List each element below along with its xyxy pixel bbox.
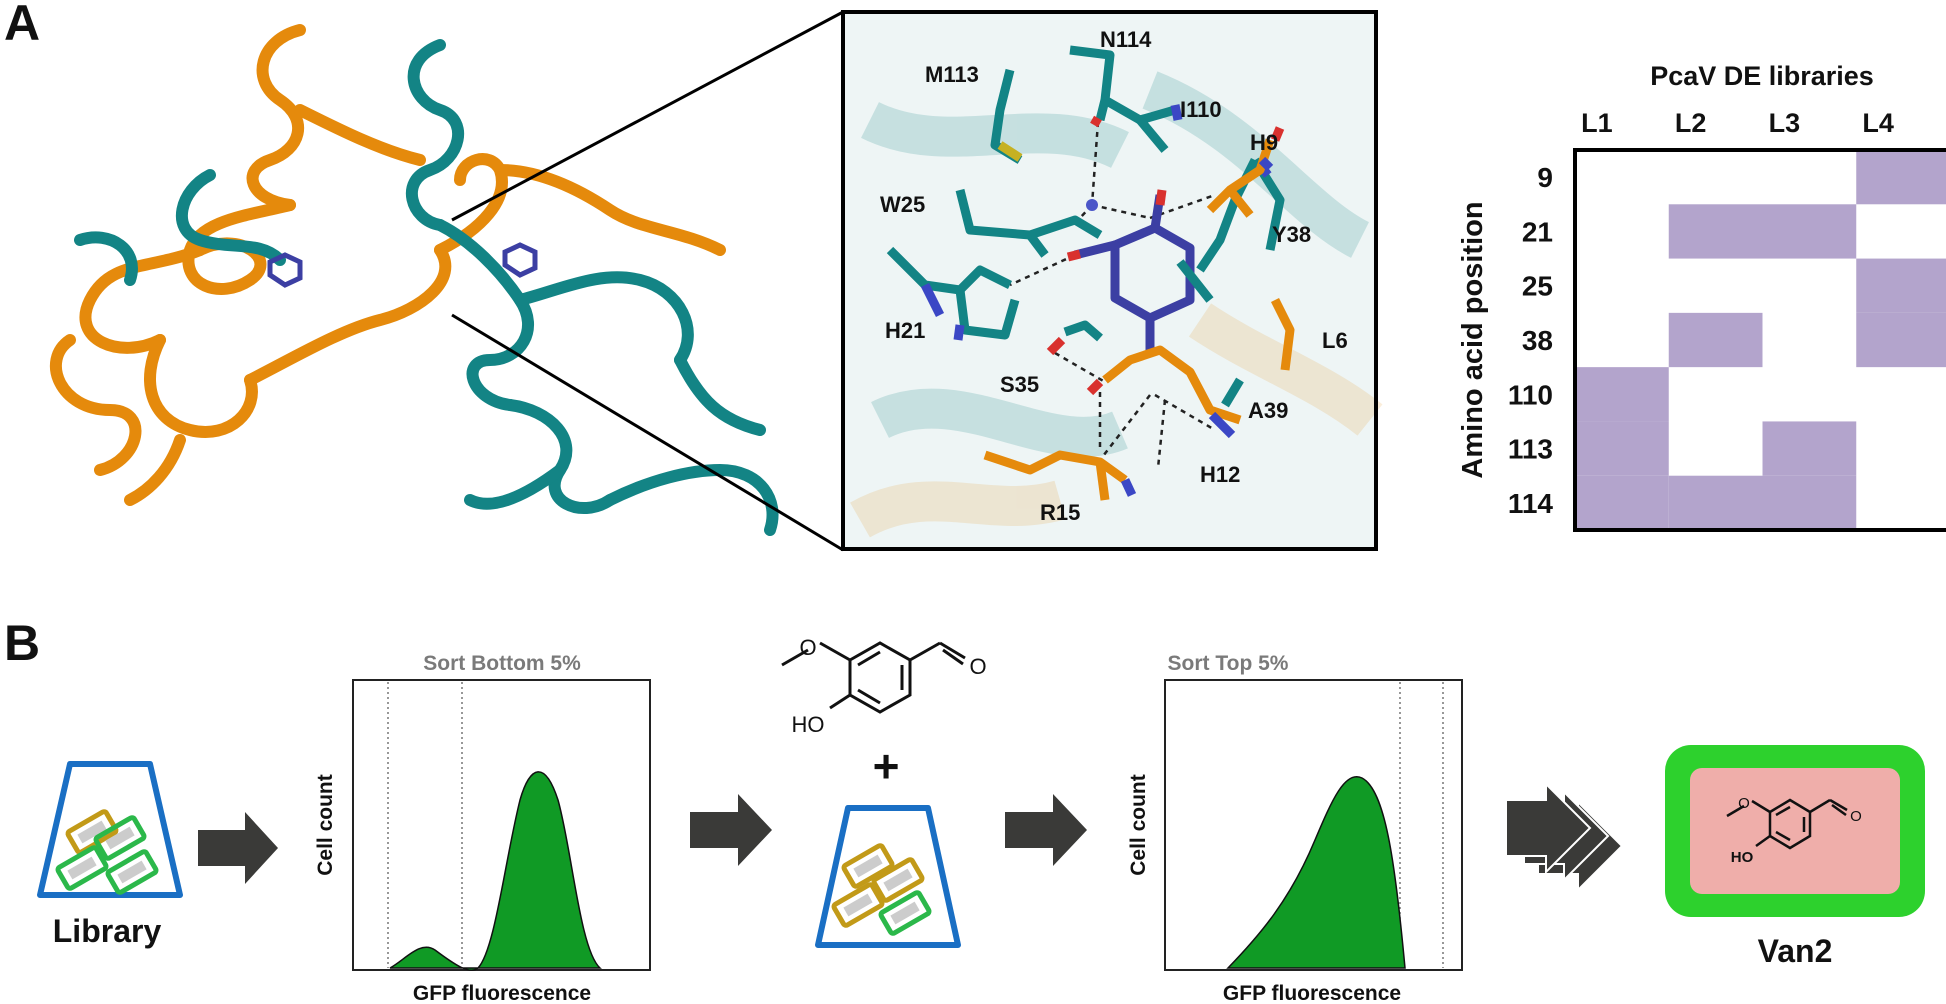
residue-label-s35: S35 (1000, 372, 1039, 397)
arrow-2 (690, 794, 772, 866)
grid-row-labels: 9 21 25 38 110 113 114 (1508, 162, 1554, 519)
grid-row-label: 110 (1508, 379, 1553, 410)
grid-cell-38-l4 (1856, 312, 1946, 368)
grid-cell-25-l4 (1856, 258, 1946, 313)
van2-biosensor: O O HO (1665, 745, 1925, 917)
vanillin-molecule (781, 641, 966, 714)
grid-cell-114-l2 (1668, 475, 1763, 530)
hist2-title: Sort Top 5% (1168, 652, 1289, 675)
hist1-ylabel: Cell count (314, 774, 337, 876)
residue-label-r15: R15 (1040, 500, 1080, 525)
grid-column-label: L3 (1769, 108, 1801, 138)
multi-round-arrow (1505, 781, 1624, 893)
grid-cell-21-l3 (1762, 204, 1857, 259)
residue-label-l6: L6 (1322, 328, 1348, 353)
grid-cells (1575, 150, 1946, 530)
grid-column-label: L1 (1581, 108, 1613, 138)
plus-sign: + (873, 740, 900, 792)
library-label: Library (53, 913, 162, 949)
van2-ald-label: O (1850, 808, 1862, 825)
residue-label-h12: H12 (1200, 462, 1240, 487)
vanillin-oh-label: HO (792, 712, 825, 737)
ligand-sticks-right (502, 242, 538, 278)
histogram-top-sort: Sort Top 5% Cell count GFP fluorescence (1127, 652, 1463, 1004)
grid-cell-114-l1 (1575, 475, 1669, 530)
residue-label-w25: W25 (880, 192, 925, 217)
teal-side-chains (886, 45, 1285, 408)
teal-chain (74, 39, 779, 536)
vanillin-ald-label: O (969, 654, 986, 679)
grid-cell-114-l3 (1762, 475, 1857, 530)
protein-structure (49, 24, 779, 536)
grid-cell-110-l1 (1575, 367, 1669, 422)
grid-row-label: 114 (1508, 488, 1554, 519)
residue-label-h9: H9 (1250, 130, 1278, 155)
hist2-xlabel: GFP fluorescence (1223, 982, 1401, 1004)
grid-column-label: L2 (1675, 108, 1707, 138)
van2-label: Van2 (1758, 933, 1833, 969)
grid-ylabel: Amino acid position (1457, 201, 1489, 478)
binding-pocket-inset: N114 M113 I110 H9 W25 Y38 H21 L6 S35 A39… (841, 10, 1383, 551)
arrow-1 (198, 812, 278, 884)
vanillin-o-label: O (799, 635, 816, 660)
library-grid: PcaV DE libraries Amino acid position L1… (1457, 61, 1946, 532)
hist1-xlabel: GFP fluorescence (413, 982, 591, 1004)
panel-a-label: A (4, 0, 40, 51)
van2-oh-label: HO (1731, 849, 1754, 866)
grid-row-label: 25 (1522, 271, 1553, 302)
residue-label-m113: M113 (925, 62, 979, 87)
zoom-line-bottom (451, 313, 844, 552)
grid-title: PcaV DE libraries (1650, 61, 1874, 91)
grid-column-label: L4 (1862, 108, 1894, 138)
histogram-bottom-sort: Sort Bottom 5% Cell count GFP fluorescen… (314, 652, 651, 1004)
grid-frame (1573, 148, 1946, 532)
grid-cell-113-l3 (1762, 421, 1857, 476)
residue-label-y38: Y38 (1272, 222, 1311, 247)
grid-row-label: 21 (1522, 216, 1553, 247)
grid-row-label: 38 (1522, 325, 1553, 356)
orange-side-chains (983, 138, 1295, 501)
grid-cell-38-l2 (1668, 312, 1763, 368)
residue-label-n114: N114 (1100, 27, 1152, 52)
residue-label-i110: I110 (1180, 97, 1222, 122)
grid-cell-9-l4 (1856, 150, 1946, 205)
grid-row-label: 9 (1537, 162, 1553, 193)
orange-chain (49, 24, 726, 506)
grid-row-label: 113 (1508, 434, 1553, 465)
residue-label-h21: H21 (885, 318, 925, 343)
induced-library-flask (815, 805, 961, 948)
grid-cell-21-l2 (1668, 204, 1763, 259)
hist1-title: Sort Bottom 5% (423, 652, 581, 675)
ligand-sticks-left (267, 252, 303, 288)
zoom-line-top (451, 10, 844, 222)
residue-label-a39: A39 (1248, 398, 1288, 423)
van2-o-label: O (1738, 795, 1750, 812)
arrow-3 (1005, 794, 1087, 866)
grid-cell-113-l1 (1575, 421, 1669, 476)
library-flask (37, 761, 183, 898)
hist2-ylabel: Cell count (1127, 774, 1150, 876)
panel-b-label: B (4, 615, 40, 671)
grid-column-labels: L1 L2 L3 L4 (1581, 108, 1894, 138)
